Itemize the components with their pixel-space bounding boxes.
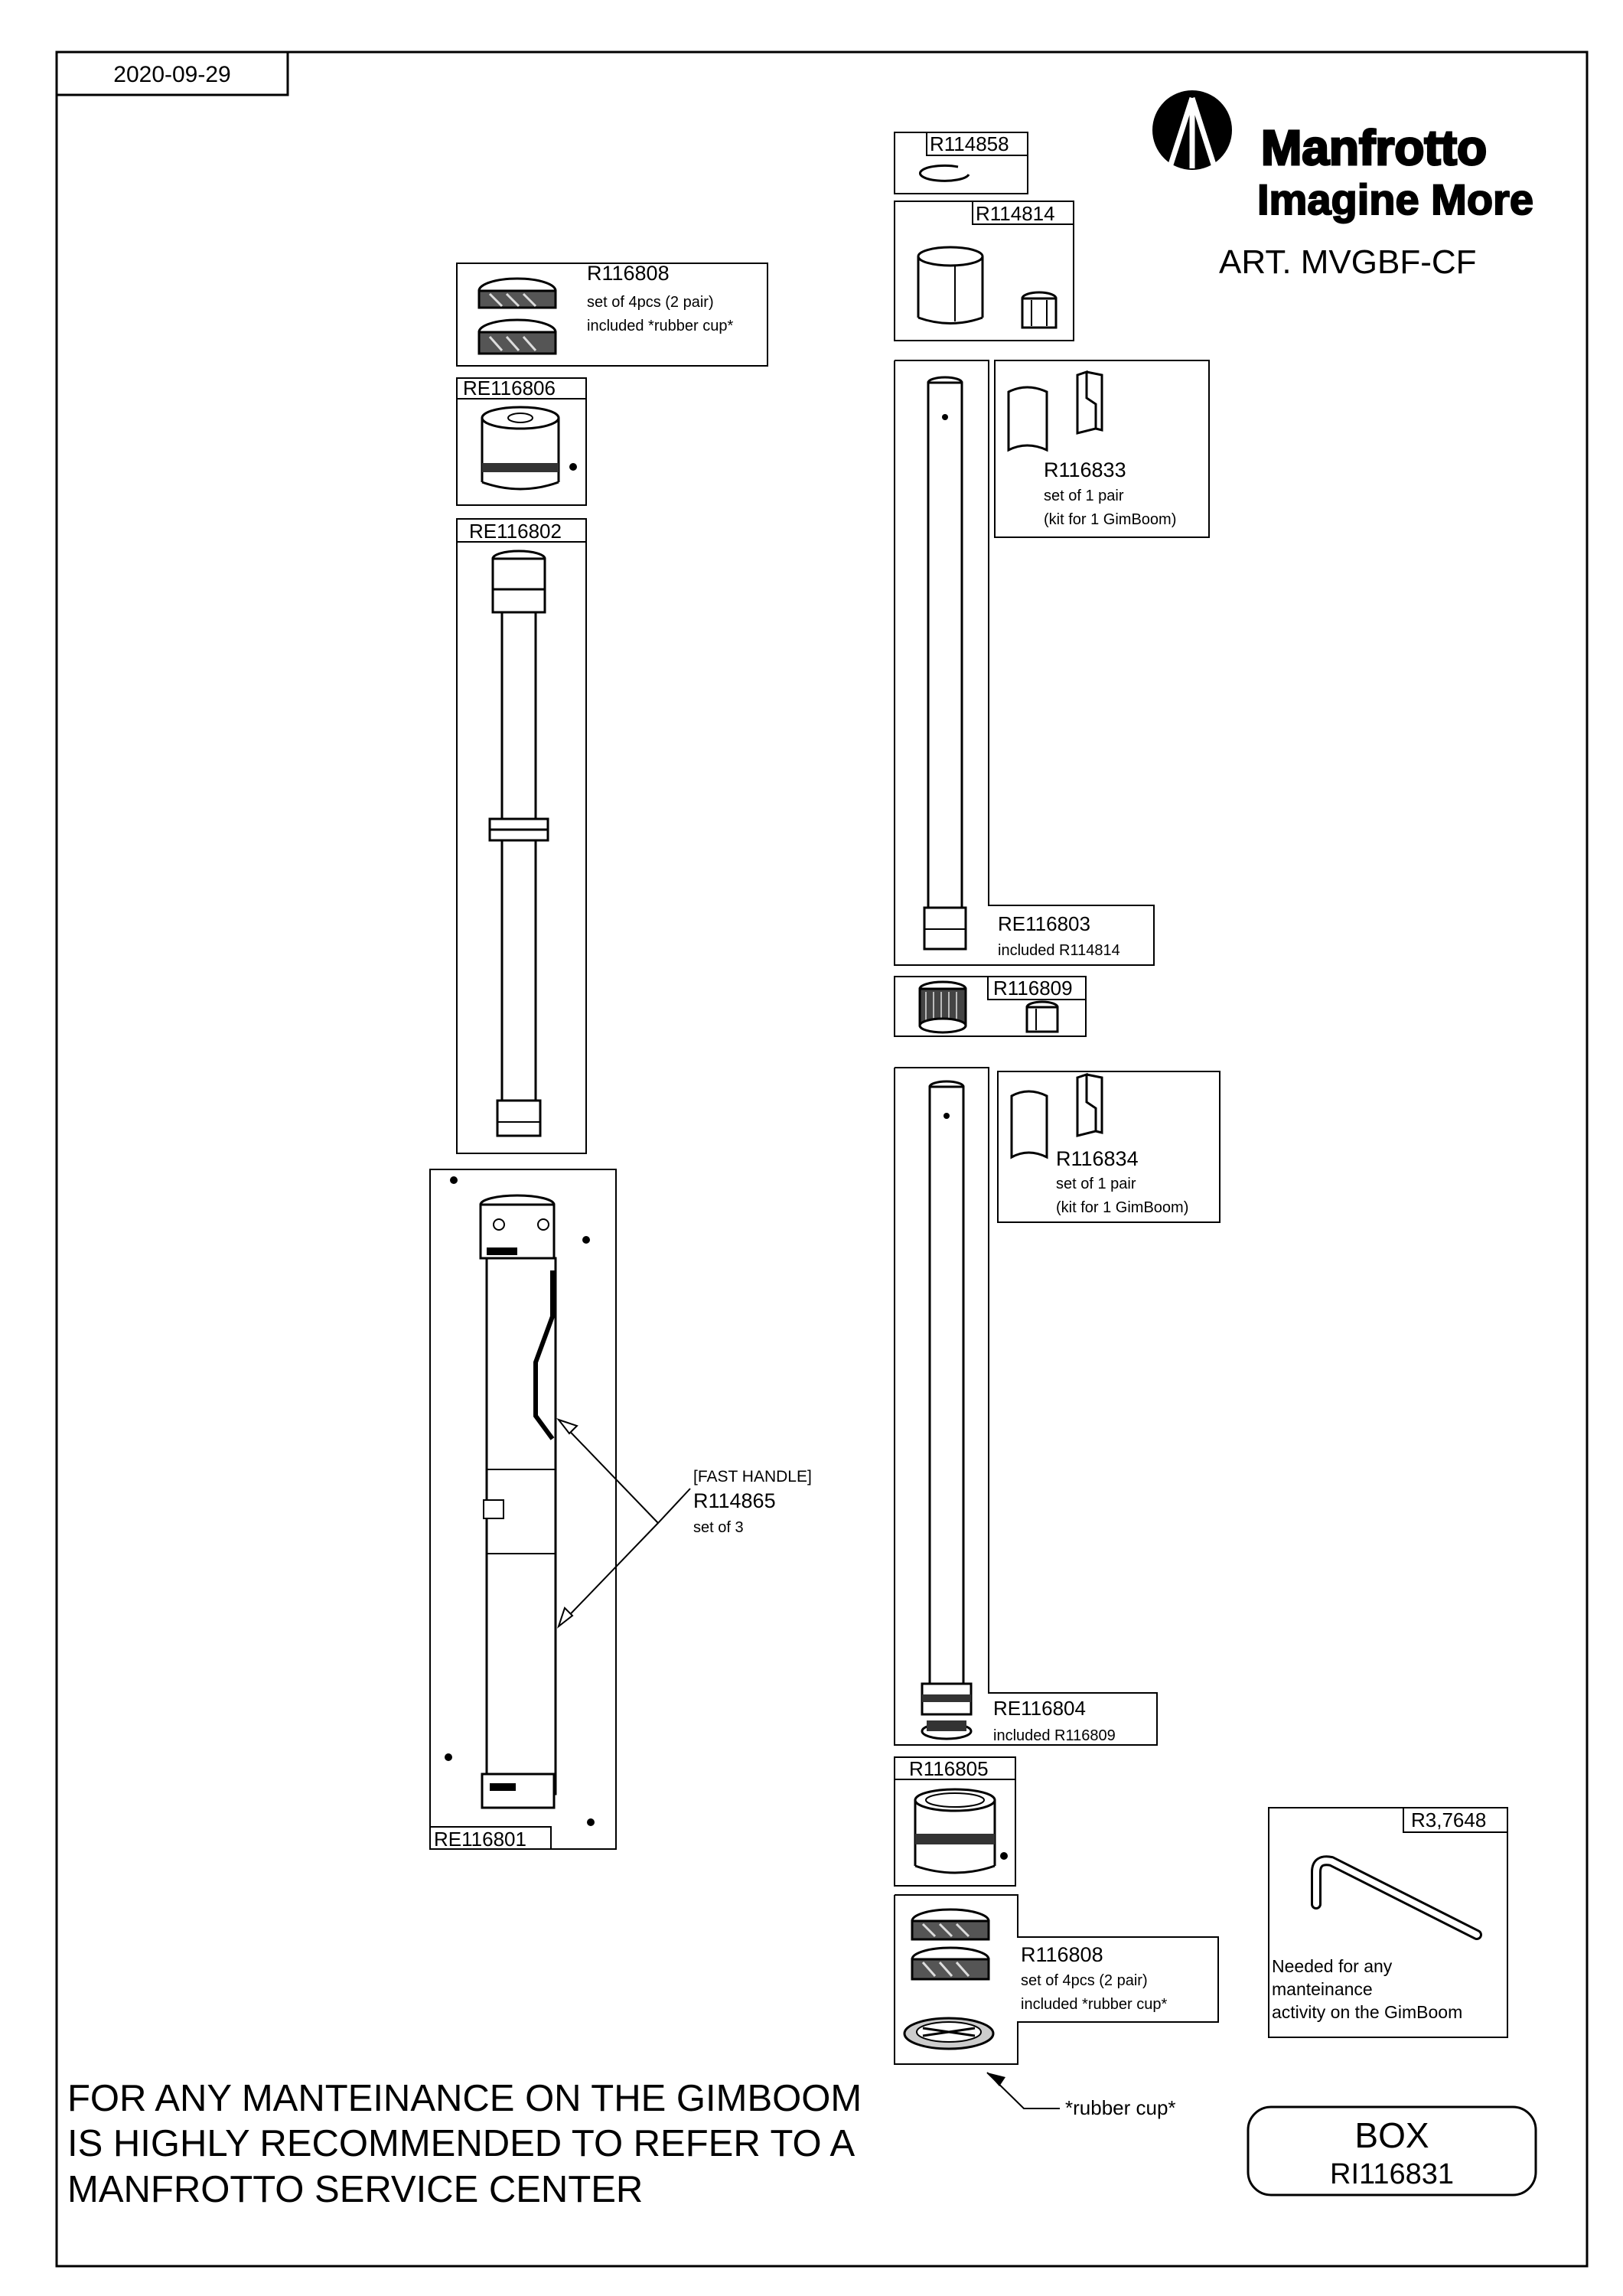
box-code: RI116831	[1330, 2158, 1454, 2190]
part-code: R116808	[1021, 1943, 1103, 1966]
callout-label: *rubber cup*	[1065, 2096, 1176, 2119]
part-note: included *rubber cup*	[587, 318, 733, 334]
callout-fast-handle: [FAST HANDLE] R114865 set of 3	[556, 1418, 812, 1629]
knurled-cap-icon	[918, 980, 967, 1034]
manfrotto-logo: Manfrotto Imagine More	[1152, 90, 1534, 224]
part-re116802: RE116802	[456, 518, 587, 1154]
part-code: R116809	[993, 977, 1073, 1000]
gear-rings-icon	[911, 1908, 990, 1981]
tube-section-icon	[488, 550, 549, 1137]
box-reference: BOX RI116831	[1247, 2105, 1537, 2197]
maintenance-warning: IS HIGHLY RECOMMENDED TO REFER TO A	[67, 2123, 855, 2164]
sleeve-icon	[917, 246, 984, 325]
snap-ring-icon	[918, 164, 970, 182]
box-title: BOX	[1354, 2115, 1429, 2155]
part-code: R116808	[587, 262, 670, 285]
part-r114858: R114858	[894, 132, 1028, 194]
part-re116804: RE116804 included R116809	[894, 1067, 1158, 1746]
part-note: included *rubber cup*	[1021, 1996, 1167, 2013]
shim-pair-icon	[1007, 370, 1103, 452]
brand-tagline: Imagine More	[1257, 175, 1533, 223]
part-code: R114814	[976, 202, 1055, 225]
part-r116833: R116833 set of 1 pair (kit for 1 GimBoom…	[994, 360, 1210, 538]
end-cap-icon	[1021, 291, 1058, 329]
part-code: R3,7648	[1411, 1808, 1486, 1831]
part-note: set of 4pcs (2 pair)	[587, 294, 714, 311]
part-code: R114865	[693, 1489, 776, 1512]
part-r116834: R116834 set of 1 pair (kit for 1 GimBoom…	[997, 1071, 1221, 1223]
part-tag: [FAST HANDLE]	[693, 1468, 812, 1486]
part-note: set of 1 pair	[1044, 488, 1124, 504]
part-code: RE116806	[463, 377, 556, 400]
part-r116808-bottom: R116808 set of 4pcs (2 pair) included *r…	[894, 1894, 1219, 2065]
part-note: Needed for any	[1272, 1956, 1393, 1976]
maintenance-warning: FOR ANY MANTEINANCE ON THE GIMBOOM	[67, 2078, 862, 2119]
part-re116801: RE116801	[429, 1169, 617, 1851]
end-cap-icon	[1025, 1000, 1059, 1033]
part-r116805: R116805	[894, 1756, 1016, 1887]
inner-tube-icon	[923, 376, 967, 951]
part-r116808-top: R116808 set of 4pcs (2 pair) included *r…	[456, 262, 768, 367]
page-frame	[55, 51, 1589, 2268]
article-code: ART. MVGBF-CF	[1219, 243, 1477, 281]
part-r3-7648: R3,7648 Needed for any manteinance activ…	[1268, 1807, 1508, 2038]
part-note: included R116809	[993, 1727, 1116, 1744]
collar-icon	[914, 1788, 1008, 1874]
part-note: set of 1 pair	[1056, 1176, 1136, 1192]
part-note: (kit for 1 GimBoom)	[1056, 1199, 1188, 1216]
part-re116803: RE116803 included R114814	[894, 360, 1155, 966]
part-re116806: RE116806	[456, 377, 587, 506]
part-note: set of 3	[693, 1519, 744, 1536]
rubber-cup-icon	[903, 2017, 995, 2050]
part-code: R116834	[1056, 1147, 1139, 1170]
callout-rubber-cup: *rubber cup*	[986, 2072, 1176, 2119]
gear-rings-icon	[477, 277, 557, 355]
part-code: R116805	[909, 1757, 989, 1780]
part-note: (kit for 1 GimBoom)	[1044, 511, 1176, 528]
part-note: activity on the GimBoom	[1272, 2002, 1462, 2022]
part-note: manteinance	[1272, 1979, 1373, 1999]
maintenance-warning: MANFROTTO SERVICE CENTER	[67, 2169, 643, 2210]
bushing-icon	[481, 406, 577, 491]
handle-tube-icon	[445, 1176, 595, 1826]
brand-name: Manfrotto	[1261, 120, 1487, 175]
shim-pair-icon	[1010, 1072, 1103, 1159]
part-r114814: R114814	[894, 201, 1074, 341]
date-tab	[55, 51, 289, 96]
part-code: R114858	[930, 132, 1009, 155]
part-code: RE116804	[993, 1697, 1086, 1720]
part-code: RE116801	[434, 1828, 526, 1851]
part-code: R116833	[1044, 458, 1126, 481]
inner-tube-icon	[921, 1080, 973, 1740]
part-note: set of 4pcs (2 pair)	[1021, 1972, 1148, 1989]
document-date: 2020-09-29	[113, 62, 230, 87]
part-note: included R114814	[998, 942, 1120, 959]
part-code: RE116802	[469, 520, 562, 543]
part-code: RE116803	[998, 912, 1090, 935]
part-r116809: R116809	[894, 976, 1087, 1037]
